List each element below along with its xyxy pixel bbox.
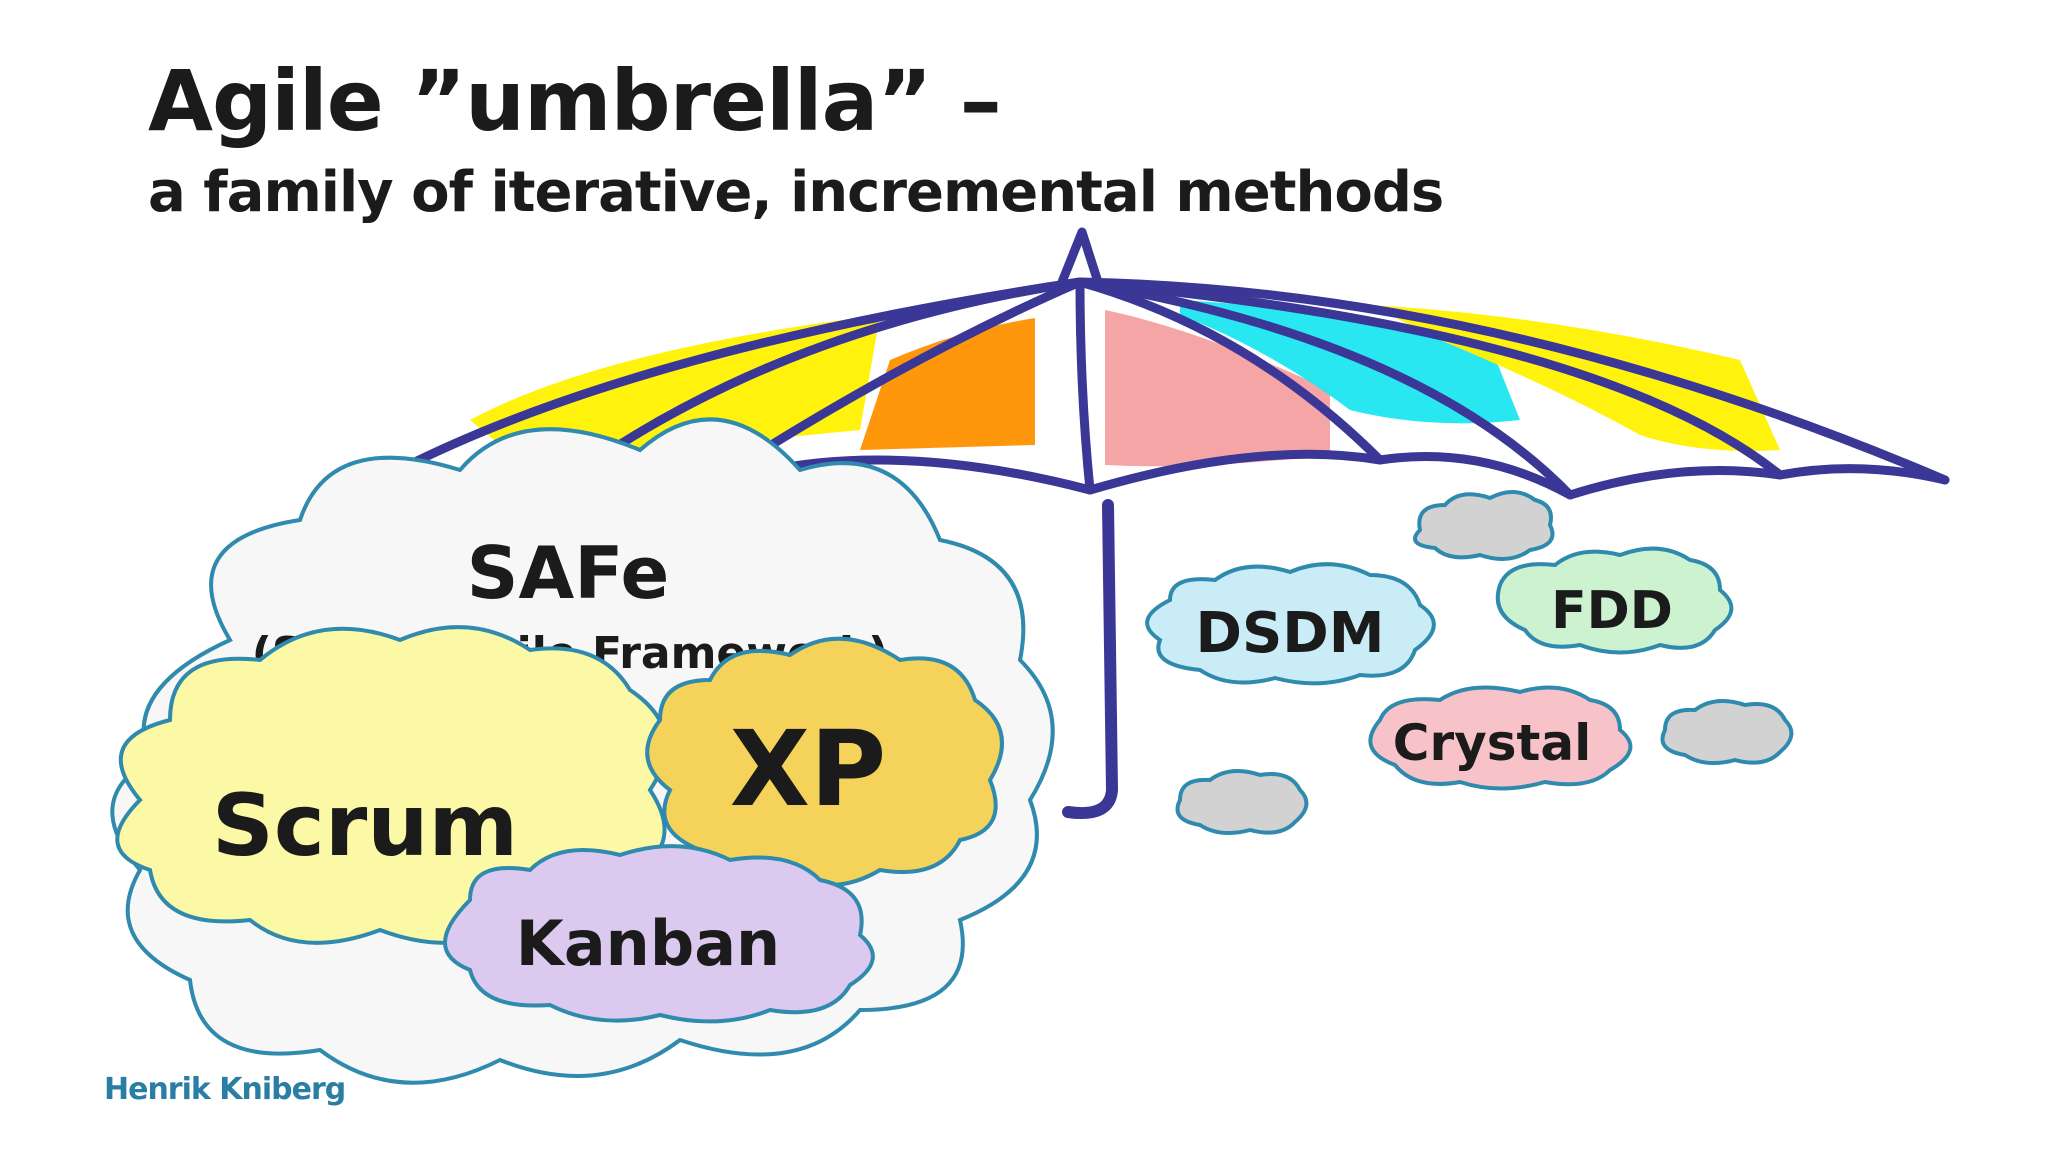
grey-cloud-left — [1175, 769, 1309, 836]
stripe-pink — [1105, 310, 1330, 467]
crystal-cloud: Crystal — [1368, 685, 1633, 791]
safe-label: SAFe — [467, 531, 670, 615]
fdd-label: FDD — [1551, 581, 1673, 641]
scrum-label: Scrum — [212, 776, 518, 876]
canopy-rib-4 — [1075, 277, 1385, 465]
scrum-cloud: Scrum — [115, 625, 668, 945]
crystal-label: Crystal — [1393, 714, 1592, 772]
author-signature: Henrik Kniberg — [104, 1072, 346, 1107]
canopy-rib-5 — [1075, 277, 1575, 500]
diagram-subtitle: a family of iterative, incremental metho… — [148, 160, 1444, 225]
scrum-cloud-shape — [115, 625, 668, 945]
kanban-cloud-shape — [443, 844, 875, 1024]
grey-cloud-right — [1660, 699, 1794, 766]
grey-cloud-top — [1413, 490, 1555, 561]
dsdm-cloud-shape — [1145, 562, 1436, 686]
umbrella-handle — [1062, 499, 1119, 819]
dsdm-cloud: DSDM — [1145, 562, 1436, 686]
umbrella-tip — [1057, 227, 1103, 287]
kanban-cloud: Kanban — [443, 844, 875, 1024]
fdd-cloud: FDD — [1495, 546, 1734, 655]
crystal-cloud-shape — [1368, 685, 1633, 791]
diagram-title: Agile ”umbrella” – — [148, 52, 1002, 150]
canopy-rib-6 — [1075, 277, 1785, 480]
dsdm-label: DSDM — [1195, 601, 1384, 666]
canopy-rib-3 — [1075, 277, 1095, 495]
xp-label: XP — [730, 708, 886, 830]
kanban-label: Kanban — [516, 907, 780, 980]
fdd-cloud-shape — [1495, 546, 1734, 655]
unnamed-clouds — [1175, 490, 1794, 836]
stripe-orange — [860, 318, 1035, 450]
